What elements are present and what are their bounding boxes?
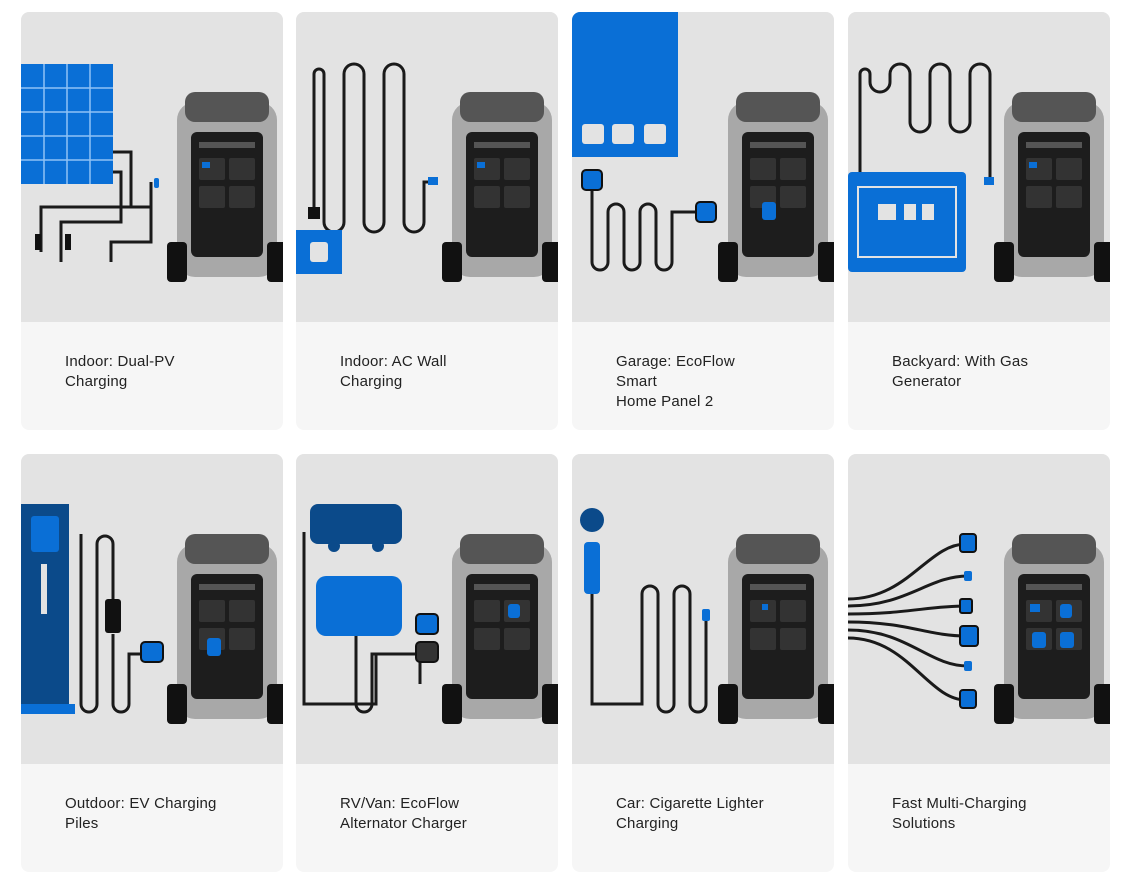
card-image (296, 454, 558, 764)
caption-line: Piles (65, 815, 99, 832)
caption-line: RV/Van: EcoFlow (340, 795, 460, 812)
card-image (572, 12, 834, 322)
card-caption: Backyard: With Gas Generator (892, 352, 1092, 392)
wall-outlet-icon (296, 62, 558, 282)
home-panel-icon (572, 12, 834, 282)
card-outdoor-ev-piles[interactable]: Outdoor: EV Charging Piles (21, 454, 283, 872)
caption-line: Charging (616, 815, 679, 832)
car-lighter-icon (580, 508, 834, 724)
caption-line: Solutions (892, 815, 956, 832)
card-caption: Fast Multi-Charging Solutions (892, 794, 1092, 834)
caption-line: Charging (65, 373, 128, 390)
card-image (848, 12, 1110, 322)
card-caption: Car: Cigarette Lighter Charging (616, 794, 816, 834)
card-fast-multi-charging[interactable]: Fast Multi-Charging Solutions (848, 454, 1110, 872)
card-image (21, 454, 283, 764)
card-caption: Garage: EcoFlow Smart Home Panel 2 (616, 352, 816, 412)
caption-line: Garage: EcoFlow (616, 353, 735, 370)
card-caption: RV/Van: EcoFlow Alternator Charger (340, 794, 540, 834)
caption-line: Outdoor: EV Charging (65, 795, 217, 812)
card-car-cigarette-lighter[interactable]: Car: Cigarette Lighter Charging (572, 454, 834, 872)
card-indoor-ac-wall[interactable]: Indoor: AC Wall Charging (296, 12, 558, 430)
caption-line: Alternator Charger (340, 815, 467, 832)
card-indoor-dual-pv[interactable]: Indoor: Dual-PV Charging (21, 12, 283, 430)
ev-charger-icon (21, 504, 283, 724)
caption-line: Indoor: AC Wall (340, 353, 447, 370)
card-image (296, 12, 558, 322)
rv-van-icon (302, 504, 558, 724)
caption-line: Home Panel 2 (616, 393, 714, 410)
card-caption: Indoor: Dual-PV Charging (65, 352, 265, 392)
card-image (848, 454, 1110, 764)
caption-line: Generator (892, 373, 962, 390)
card-image (572, 454, 834, 764)
card-image (21, 12, 283, 322)
card-garage-home-panel[interactable]: Garage: EcoFlow Smart Home Panel 2 (572, 12, 834, 430)
caption-line: Charging (340, 373, 403, 390)
multi-cable-icon (848, 533, 1110, 724)
caption-line: Car: Cigarette Lighter (616, 795, 764, 812)
gas-generator-icon (848, 62, 1110, 282)
caption-line: Fast Multi-Charging (892, 795, 1027, 812)
solar-panel-icon (21, 64, 283, 282)
caption-line: Smart (616, 373, 658, 390)
card-caption: Outdoor: EV Charging Piles (65, 794, 265, 834)
caption-line: Indoor: Dual-PV (65, 353, 175, 370)
card-rv-van-alternator[interactable]: RV/Van: EcoFlow Alternator Charger (296, 454, 558, 872)
caption-line: Backyard: With Gas (892, 353, 1029, 370)
card-caption: Indoor: AC Wall Charging (340, 352, 540, 392)
card-backyard-gas-generator[interactable]: Backyard: With Gas Generator (848, 12, 1110, 430)
